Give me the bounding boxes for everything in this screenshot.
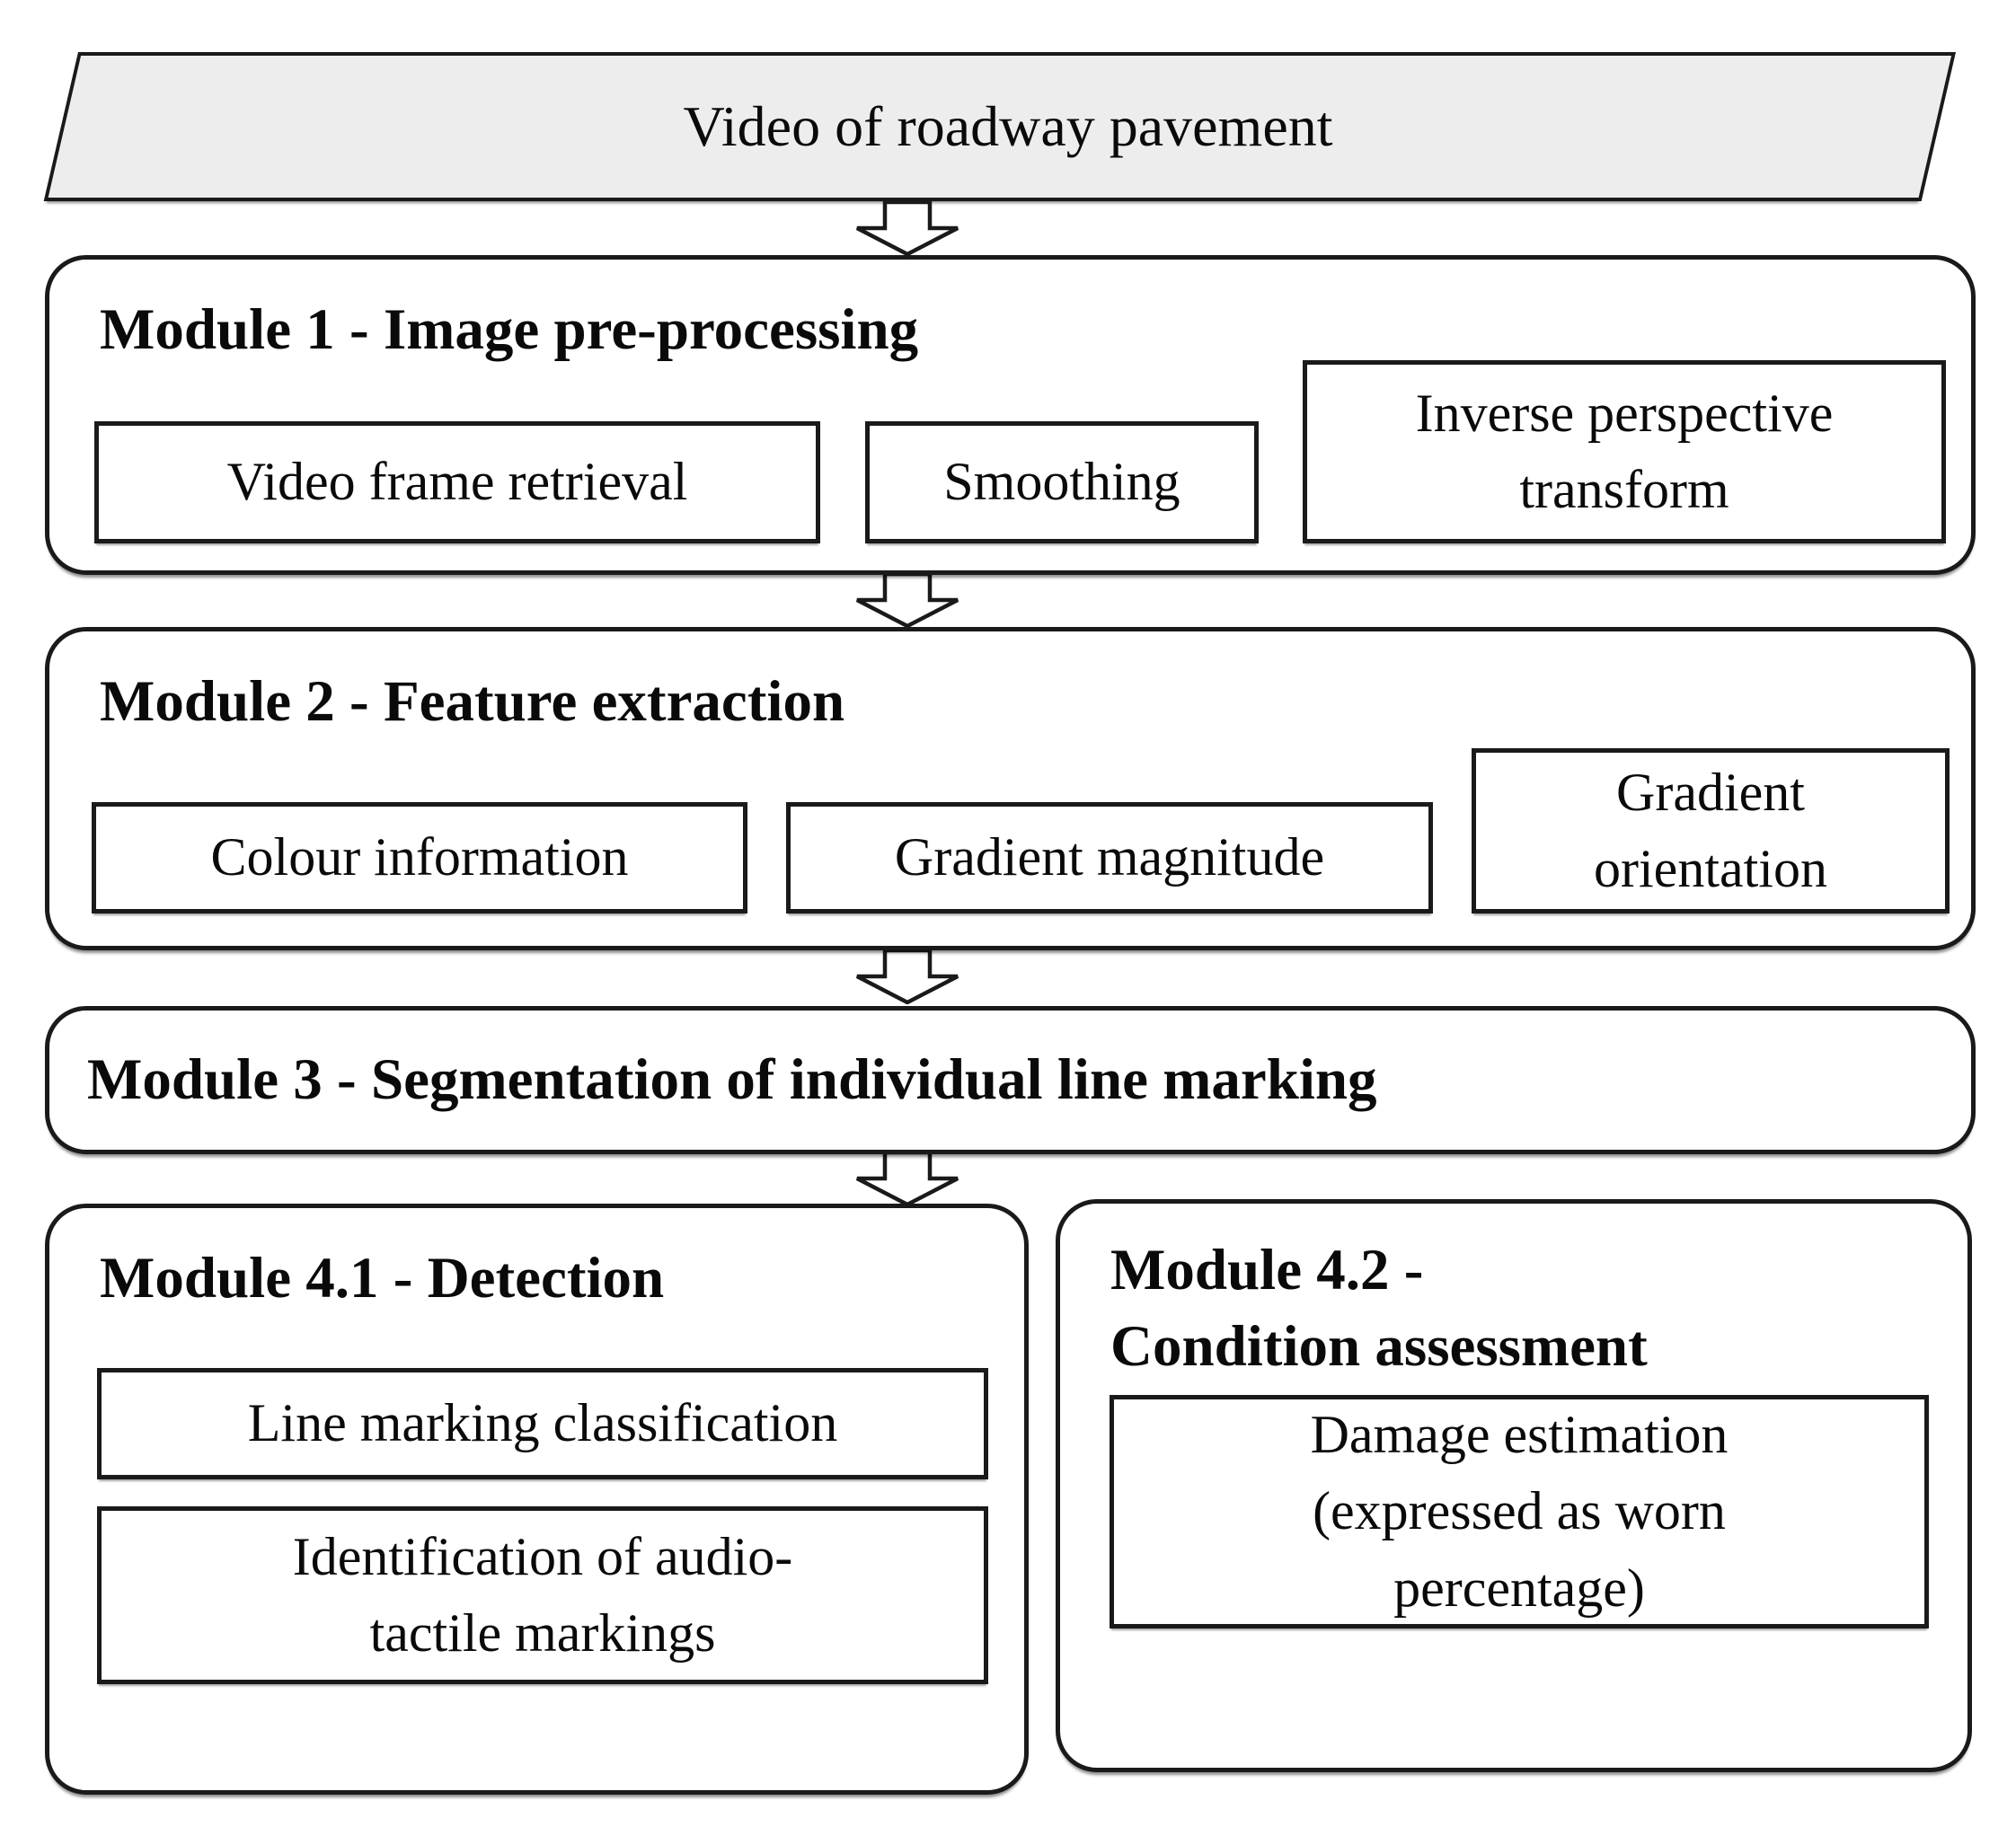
step-gradient-orientation: Gradient orientation bbox=[1472, 748, 1950, 914]
step-label: Video frame retrieval bbox=[226, 452, 688, 512]
step-smoothing: Smoothing bbox=[865, 421, 1259, 543]
module-2-title: Module 2 - Feature extraction bbox=[100, 669, 845, 734]
step-label: Line marking classification bbox=[247, 1393, 838, 1453]
module-4-2-title: Module 4.2 - Condition assessment bbox=[1110, 1238, 1648, 1379]
module-1-image-pre-processing: Module 1 - Image pre-processing Video fr… bbox=[45, 255, 1976, 575]
step-label: Gradient magnitude bbox=[894, 827, 1325, 887]
step-video-frame-retrieval: Video frame retrieval bbox=[94, 421, 820, 543]
step-line-marking-classification: Line marking classification bbox=[97, 1368, 988, 1479]
step-gradient-magnitude: Gradient magnitude bbox=[786, 802, 1433, 914]
step-label: Damage estimation (expressed as worn per… bbox=[1310, 1405, 1729, 1618]
down-arrow-icon bbox=[855, 949, 959, 1004]
step-identification-audio-tactile: Identification of audio- tactile marking… bbox=[97, 1506, 988, 1684]
module-4-1-title: Module 4.1 - Detection bbox=[100, 1246, 665, 1311]
step-label: Inverse perspective transform bbox=[1415, 383, 1834, 519]
step-inverse-perspective-transform: Inverse perspective transform bbox=[1303, 360, 1946, 543]
step-damage-estimation: Damage estimation (expressed as worn per… bbox=[1110, 1395, 1929, 1628]
step-label: Smoothing bbox=[943, 452, 1180, 512]
step-label: Gradient orientation bbox=[1594, 762, 1827, 898]
down-arrow-icon bbox=[855, 572, 959, 628]
step-label: Identification of audio- tactile marking… bbox=[292, 1526, 793, 1663]
module-3-title: Module 3 - Segmentation of individual li… bbox=[87, 1047, 1377, 1113]
module-4-1-detection: Module 4.1 - Detection Line marking clas… bbox=[45, 1204, 1029, 1795]
source-node-label: Video of roadway pavement bbox=[683, 94, 1333, 158]
module-3-segmentation: Module 3 - Segmentation of individual li… bbox=[45, 1006, 1976, 1154]
step-label: Colour information bbox=[210, 827, 629, 887]
down-arrow-icon bbox=[855, 200, 959, 256]
module-1-title: Module 1 - Image pre-processing bbox=[100, 297, 919, 362]
module-4-2-condition-assessment: Module 4.2 - Condition assessment Damage… bbox=[1056, 1199, 1972, 1772]
module-2-feature-extraction: Module 2 - Feature extraction Colour inf… bbox=[45, 627, 1976, 950]
down-arrow-icon bbox=[855, 1151, 959, 1206]
step-colour-information: Colour information bbox=[92, 802, 747, 914]
